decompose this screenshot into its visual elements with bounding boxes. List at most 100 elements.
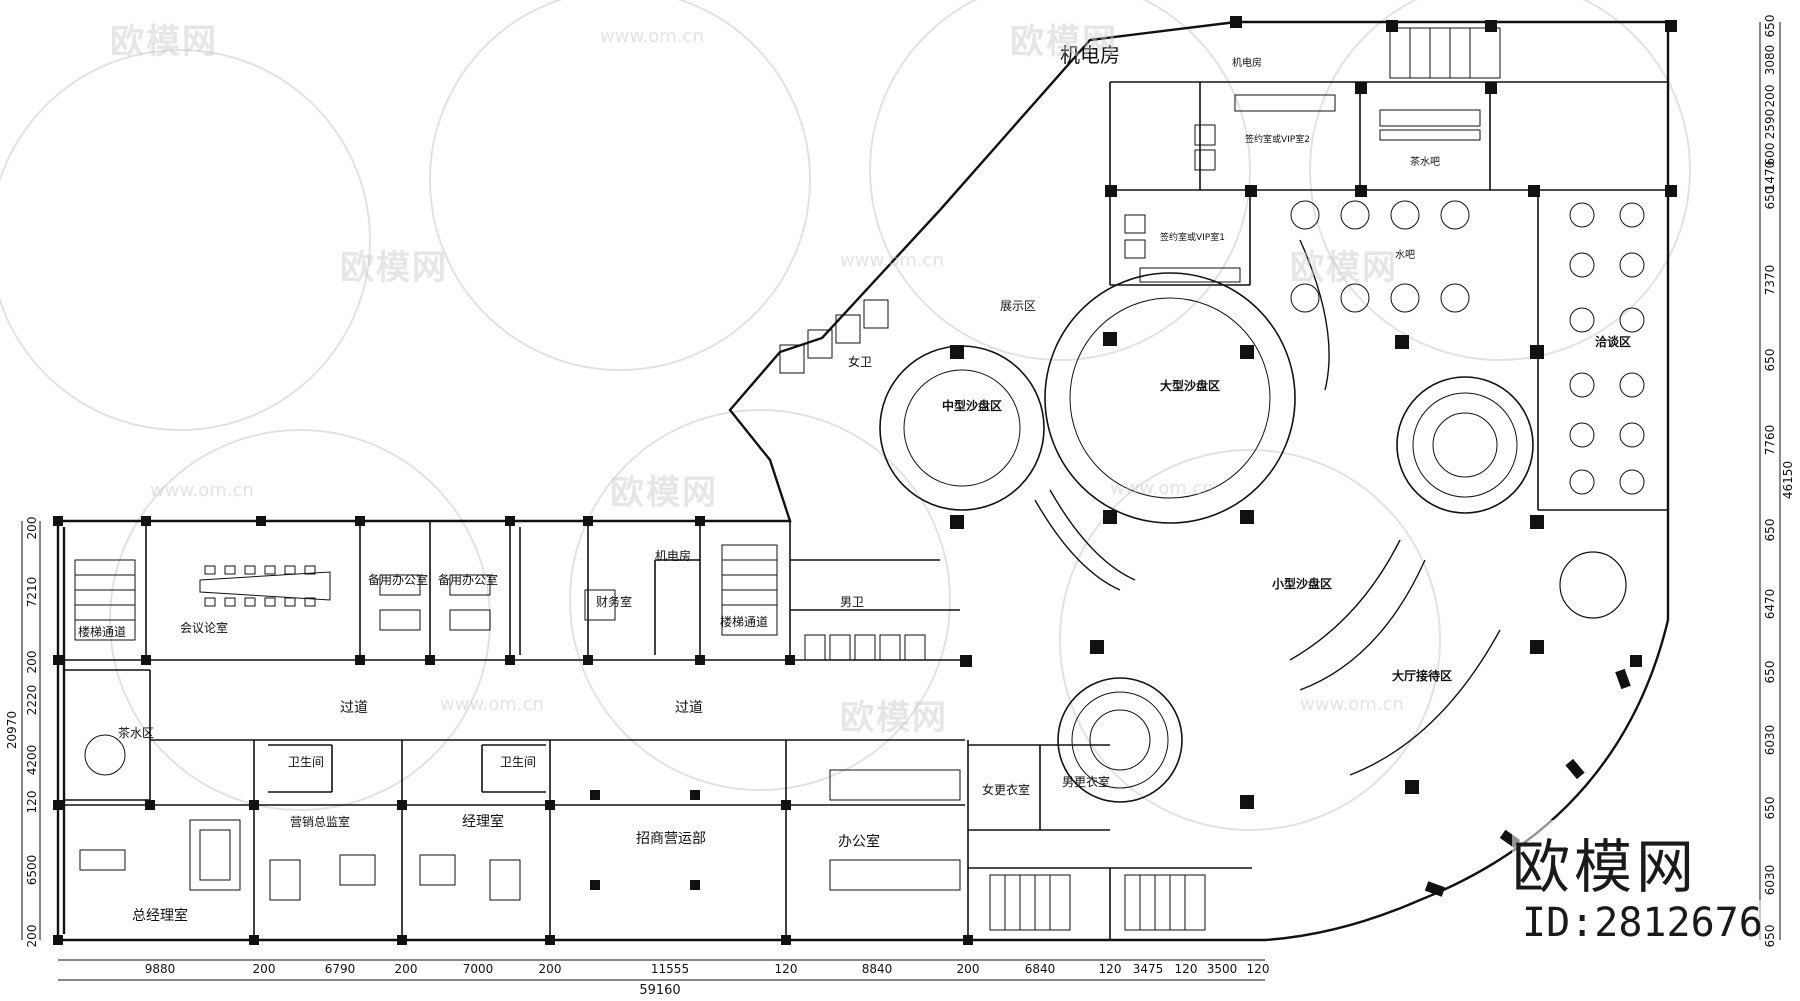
label-negotiation: 洽谈区: [1595, 334, 1631, 349]
label-f-locker: 女更衣室: [982, 782, 1030, 797]
dimension-lines: [21, 22, 1781, 981]
dim-r-2: 200: [1763, 85, 1777, 108]
dim-b-5: 200: [539, 962, 562, 976]
dim-b-0: 9880: [145, 962, 176, 976]
watermark-logo: 欧模网: [1010, 22, 1118, 62]
dim-b-8: 8840: [862, 962, 893, 976]
label-stair-w: 楼梯通道: [78, 624, 126, 639]
dim-l-1: 7210: [25, 577, 39, 608]
dim-l-3: 2220: [25, 685, 39, 716]
label-title-top: 机电房: [1060, 43, 1120, 67]
label-wc2: 卫生间: [500, 755, 536, 769]
brand-logo: 欧模网: [1512, 820, 1699, 904]
label-male-wc: 男卫: [840, 595, 864, 609]
label-show: 展示区: [1000, 299, 1036, 313]
label-vip2: 签约室或VIP室2: [1245, 133, 1310, 145]
dim-b-9: 200: [957, 962, 980, 976]
sand-tables: [879, 272, 1627, 803]
dim-r-14: 650: [1763, 797, 1777, 820]
dim-l-7: 200: [25, 925, 39, 948]
watermark-url: www.om.cn: [1300, 694, 1404, 715]
dim-r-3: 2590: [1763, 109, 1777, 140]
dim-r-13: 6030: [1763, 725, 1777, 756]
dim-b-total: 59160: [639, 983, 680, 998]
label-water-bar: 水吧: [1395, 249, 1415, 261]
watermark-url: www.om.cn: [1110, 478, 1214, 499]
label-office-big: 办公室: [838, 833, 880, 850]
dim-b-13: 120: [1175, 962, 1198, 976]
meeting-table: [199, 565, 331, 607]
reception-curves: [1034, 239, 1501, 776]
watermark-url: www.om.cn: [600, 26, 704, 47]
dim-l-2: 200: [25, 651, 39, 674]
dim-r-7: 7370: [1763, 265, 1777, 296]
brand-id: ID:2812676: [1522, 900, 1763, 946]
watermark-logo: 欧模网: [840, 698, 948, 738]
label-tea: 茶水区: [118, 725, 154, 740]
dim-r-16: 650: [1763, 925, 1777, 948]
toilet-stalls: [779, 299, 926, 661]
label-sales-dir: 营销总监室: [290, 814, 350, 829]
dim-b-6: 11555: [651, 962, 689, 976]
label-sand-big: 大型沙盘区: [1160, 378, 1220, 393]
label-vip1: 签约室或VIP室1: [1160, 231, 1225, 243]
label-sand-small: 小型沙盘区: [1272, 576, 1332, 591]
dim-b-12: 3475: [1133, 962, 1164, 976]
dim-l-0: 200: [25, 517, 39, 540]
dim-b-11: 120: [1099, 962, 1122, 976]
dim-r-6: 650: [1763, 187, 1777, 210]
label-female-wc: 女卫: [848, 354, 872, 369]
dim-b-14: 3500: [1207, 962, 1238, 976]
watermark-logo: 欧模网: [340, 248, 448, 288]
label-finance: 财务室: [596, 594, 632, 609]
label-lobby: 大厅接待区: [1392, 668, 1452, 683]
label-bar: 茶水吧: [1410, 155, 1440, 168]
dim-b-4: 7000: [463, 962, 494, 976]
label-office-b: 备用办公室: [438, 572, 498, 587]
watermark-url: www.om.cn: [840, 250, 944, 271]
dim-r-11: 6470: [1763, 589, 1777, 620]
dim-b-2: 6790: [325, 962, 356, 976]
label-mech2: 机电房: [1232, 56, 1262, 69]
watermark-url: www.om.cn: [150, 480, 254, 501]
label-office-a: 备用办公室: [368, 572, 428, 587]
office-furniture: [79, 574, 961, 901]
dim-r-15: 6030: [1763, 865, 1777, 896]
negotiation-tables: [1569, 202, 1645, 495]
dim-b-10: 6840: [1025, 962, 1056, 976]
watermark-logo: 欧模网: [610, 473, 718, 513]
label-sand-mid: 中型沙盘区: [942, 398, 1002, 413]
dim-r-1: 3080: [1763, 45, 1777, 76]
dim-b-1: 200: [253, 962, 276, 976]
label-mech: 机电房: [655, 548, 691, 563]
label-meeting: 会议论室: [180, 620, 228, 635]
dim-r-total: 46150: [1781, 461, 1795, 499]
dim-l-total: 20970: [5, 711, 19, 749]
watermark-logo: 欧模网: [110, 22, 218, 62]
dim-r-10: 650: [1763, 519, 1777, 542]
label-m-locker: 男更衣室: [1062, 774, 1110, 789]
watermark-logo: 欧模网: [1290, 248, 1398, 288]
dim-r-5: 1470: [1763, 161, 1777, 192]
watermark-url: www.om.cn: [440, 694, 544, 715]
stairs: [74, 27, 1501, 931]
label-manager: 经理室: [462, 813, 504, 830]
dim-b-3: 200: [395, 962, 418, 976]
dim-l-6: 6500: [25, 855, 39, 886]
interior-walls-north: [1109, 81, 1668, 511]
label-stair-mid: 楼梯通道: [720, 614, 768, 629]
dining-sets: [1290, 200, 1470, 313]
interior-walls-left: [64, 521, 1252, 940]
dim-r-12: 650: [1763, 661, 1777, 684]
dim-b-15: 120: [1247, 962, 1270, 976]
columns: [53, 16, 1677, 945]
dim-r-9: 7760: [1763, 425, 1777, 456]
label-corridor-l: 过道: [340, 700, 368, 716]
label-ops: 招商营运部: [636, 831, 706, 847]
dims-left: 200 7210 200 2220 4200 120 6500 200 2097…: [5, 517, 39, 948]
room-labels: 机电房 楼梯通道 会议论室 备用办公室 备用办公室 财务室 机电房 楼梯通道 男…: [78, 43, 1631, 924]
label-gm: 总经理室: [132, 907, 188, 924]
dim-b-7: 120: [775, 962, 798, 976]
dims-right: 650 3080 200 2590 600 1470 650 7370 650 …: [1763, 15, 1795, 948]
